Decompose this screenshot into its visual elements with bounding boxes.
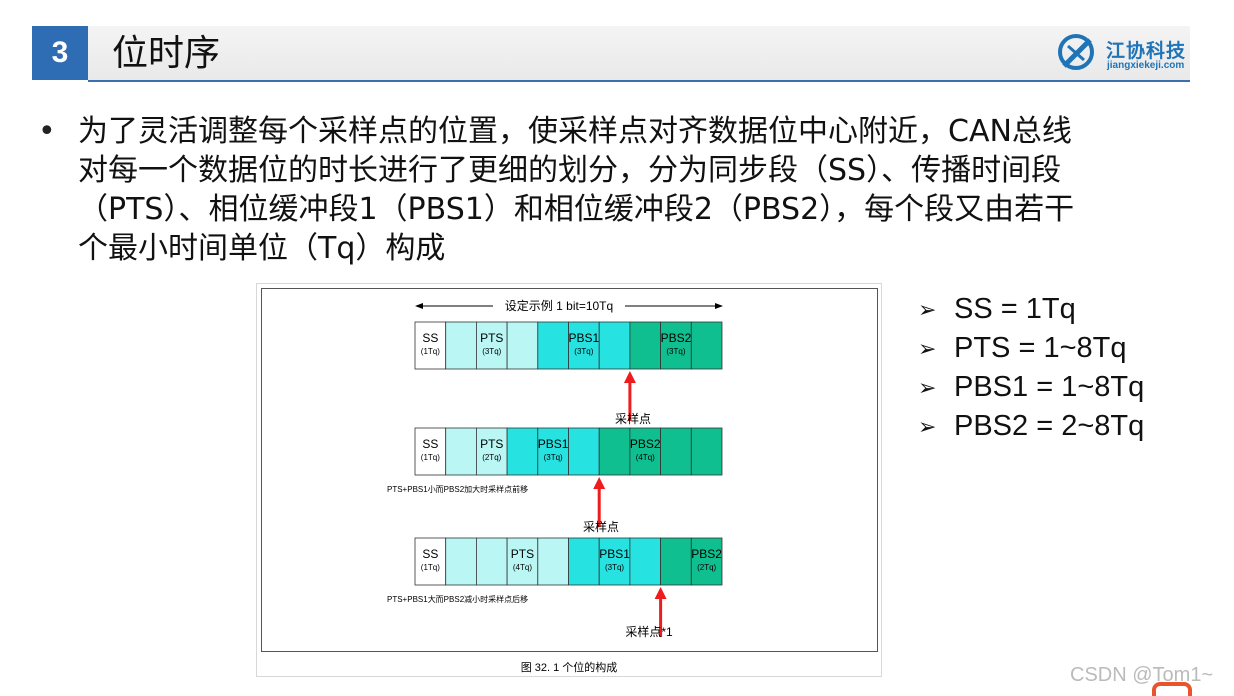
tq-cell <box>537 537 569 586</box>
tq-cell <box>598 321 631 370</box>
segment-duration-label: (2Tq) <box>697 563 716 572</box>
segment-duration-label: (4Tq) <box>513 563 532 572</box>
jiangxie-logo-icon <box>1058 34 1094 70</box>
sample-point-arrowhead <box>623 371 636 383</box>
segment-duration-label: (4Tq) <box>636 453 655 462</box>
paragraph-line: 个最小时间单位（Tq）构成 <box>78 231 446 266</box>
tq-cell <box>475 427 508 476</box>
list-item: ➢PTS = 1~8Tq <box>918 332 1127 364</box>
section-number-badge: 3 <box>32 26 88 80</box>
segment-duration-label: (3Tq) <box>544 453 563 462</box>
page-title: 位时序 <box>112 33 221 74</box>
row-note: PTS+PBS1大而PBS2减小时采样点后移 <box>387 594 528 604</box>
tq-cell <box>414 427 447 476</box>
segment-duration-label: (2Tq) <box>482 453 501 462</box>
tq-cell <box>506 427 539 476</box>
segment-name-label: SS <box>422 437 438 451</box>
bit-length-dimension: 设定示例 1 bit=10Tq <box>415 298 723 313</box>
list-item: ➢SS = 1Tq <box>918 293 1076 325</box>
tq-cell <box>475 321 508 370</box>
sample-point-arrowhead <box>654 587 667 599</box>
segment-duration-label: (1Tq) <box>421 563 440 572</box>
segment-name-label: PTS <box>480 331 503 345</box>
tq-cell <box>537 321 569 370</box>
tq-cell <box>414 321 447 370</box>
logo-chinese-text: 江协科技 <box>1106 40 1187 62</box>
sample-point-arrowhead <box>593 477 606 489</box>
segment-name-label: PBS1 <box>538 437 569 451</box>
segment-name-label: PBS2 <box>630 437 661 451</box>
tq-cell <box>445 321 477 370</box>
segment-duration-label: (3Tq) <box>482 347 501 356</box>
tq-cell <box>629 427 661 476</box>
tq-cell <box>445 537 477 586</box>
bullet-marker: • <box>38 114 56 149</box>
bit-timing-diagram: 设定示例 1 bit=10Tq SS (1Tq) PTS (3Tq) PBS1 (3Tq)… <box>387 298 723 674</box>
logo-english-text: jiangxiekeji.com <box>1107 60 1185 71</box>
tq-cell <box>690 427 723 476</box>
tq-cell <box>445 427 477 476</box>
tq-cell <box>414 537 447 586</box>
arrowhead-bullet-icon: ➢ <box>918 413 937 439</box>
tq-cell <box>506 321 539 370</box>
tq-cell <box>568 321 600 370</box>
segment-name-label: PBS1 <box>569 331 600 345</box>
list-item: ➢PBS1 = 1~8Tq <box>918 371 1145 403</box>
figure-caption: 图 32. 1 个位的构成 <box>521 660 618 674</box>
list-item: ➢PBS2 = 2~8Tq <box>918 410 1145 442</box>
segment-duration-label: (3Tq) <box>574 347 593 356</box>
tq-cell <box>568 427 600 476</box>
segment-range-list: ➢SS = 1Tq ➢PTS = 1~8Tq ➢PBS1 = 1~8Tq ➢PB… <box>918 290 1144 446</box>
tq-cell <box>660 537 692 586</box>
tq-cell <box>598 537 631 586</box>
segment-name-label: PBS1 <box>599 547 630 561</box>
tq-cell <box>475 537 508 586</box>
segment-duration-label: (1Tq) <box>421 347 440 356</box>
sample-point-label: 采样点 <box>583 519 619 534</box>
title-bar <box>88 26 1190 82</box>
tq-cell <box>690 321 723 370</box>
tq-cell <box>629 537 661 586</box>
paragraph-line: 为了灵活调整每个采样点的位置，使采样点对齐数据位中心附近，CAN总线 <box>78 114 1072 149</box>
tq-cell <box>660 321 692 370</box>
tq-cell <box>568 537 600 586</box>
tq-cell <box>629 321 661 370</box>
segment-name-label: SS <box>422 547 438 561</box>
paragraph-line: 对每一个数据位的时长进行了更细的划分，分为同步段（SS）、传播时间段 <box>78 153 1062 188</box>
watermark-text: CSDN @Tom1~ <box>1070 664 1214 686</box>
segment-duration-label: (3Tq) <box>605 563 624 572</box>
bit-timing-figure: 设定示例 1 bit=10Tq SS (1Tq) PTS (3Tq) PBS1 (3Tq)… <box>256 283 882 677</box>
tq-cell <box>537 427 569 476</box>
intro-paragraph: 为了灵活调整每个采样点的位置，使采样点对齐数据位中心附近，CAN总线 对每一个数… <box>78 112 1168 268</box>
arrowhead-bullet-icon: ➢ <box>918 335 937 361</box>
figure-frame <box>261 288 878 652</box>
segment-name-label: SS <box>422 331 438 345</box>
segment-duration-label: (1Tq) <box>421 453 440 462</box>
sample-point-label: 采样点*1 <box>625 624 673 639</box>
timing-rows: SS (1Tq) PTS (3Tq) PBS1 (3Tq) PBS2 (3Tq) SS (1Tq)… <box>387 321 723 639</box>
tq-cell <box>690 537 723 586</box>
segment-name-label: PBS2 <box>661 331 692 345</box>
segment-name-label: PBS2 <box>691 547 722 561</box>
arrowhead-bullet-icon: ➢ <box>918 374 937 400</box>
tq-cell <box>660 427 692 476</box>
sample-point-label: 采样点 <box>615 411 651 426</box>
bit-length-label: 设定示例 1 bit=10Tq <box>505 298 613 313</box>
tq-cell <box>506 537 539 586</box>
segment-duration-label: (3Tq) <box>666 347 685 356</box>
arrowhead-bullet-icon: ➢ <box>918 296 937 322</box>
segment-name-label: PTS <box>511 547 534 561</box>
segment-name-label: PTS <box>480 437 503 451</box>
row-note: PTS+PBS1小而PBS2加大时采样点前移 <box>387 484 528 494</box>
csdn-corner-icon <box>1152 682 1192 696</box>
paragraph-line: （PTS）、相位缓冲段1（PBS1）和相位缓冲段2（PBS2），每个段又由若干 <box>78 192 1075 227</box>
tq-cell <box>598 427 631 476</box>
